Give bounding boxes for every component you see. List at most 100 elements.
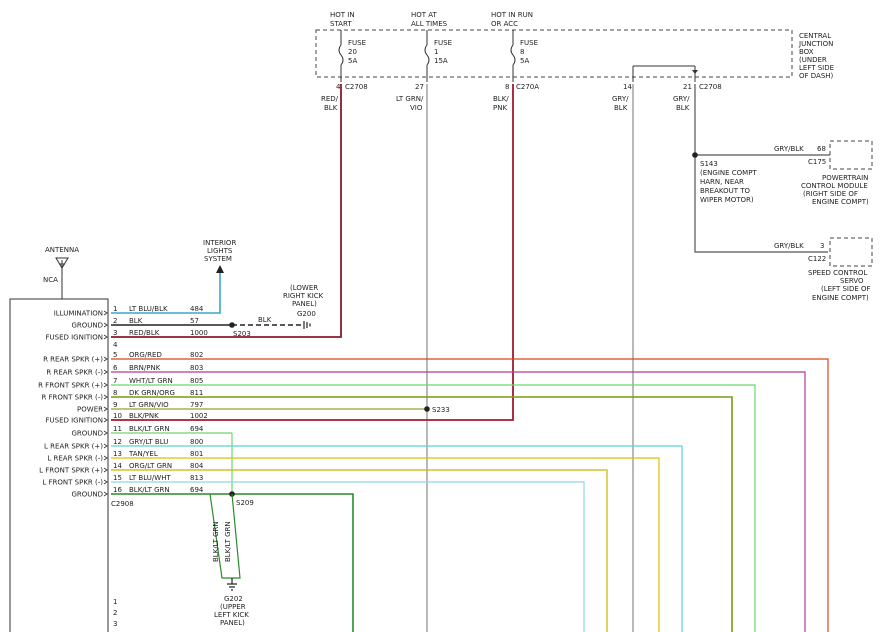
svg-text:SYSTEM: SYSTEM	[204, 255, 232, 263]
pin-terminal-icon	[103, 310, 108, 316]
wire-blk-ltgrn-to-g202-b	[231, 493, 241, 579]
s233-splice	[424, 406, 430, 412]
pin-terminal-icon	[103, 455, 108, 461]
pin-function-label: L FRONT SPKR (-)	[42, 479, 103, 487]
antenna-icon	[55, 257, 69, 299]
pin-number: 15	[113, 474, 122, 482]
pin-function-label: GROUND	[71, 322, 103, 330]
pin-terminal-icon	[103, 491, 108, 497]
interior-lights-arrow-icon	[216, 265, 224, 273]
svg-text:ENGINE COMPT): ENGINE COMPT)	[812, 198, 869, 206]
pin-wire-color: GRY/LT BLU	[129, 438, 168, 446]
pin-circuit-number: 694	[190, 425, 204, 433]
pin-terminal-icon	[103, 382, 108, 388]
pin-row: L REAR SPKR (+) 12 GRY/LT BLU 800	[44, 438, 203, 451]
wire-blk-pnk-1002	[111, 84, 514, 421]
pin-number: 14	[113, 462, 122, 470]
pin-function-label: L REAR SPKR (+)	[44, 443, 103, 451]
hot-at-all-times-label: HOT AT ALL TIMES	[411, 11, 448, 28]
svg-text:HOT IN RUN: HOT IN RUN	[491, 11, 533, 19]
hot-in-start-label: HOT IN START	[330, 11, 355, 28]
pin-circuit-number: 694	[190, 486, 204, 494]
svg-text:RED/: RED/	[321, 95, 339, 103]
svg-text:14: 14	[623, 83, 632, 91]
svg-text:(LOWER: (LOWER	[290, 284, 318, 292]
pin-wire-color: LT GRN/VIO	[129, 401, 169, 409]
pin-number: 9	[113, 401, 117, 409]
svg-text:68: 68	[817, 145, 826, 153]
pin-function-label: FUSED IGNITION	[45, 334, 103, 342]
svg-text:20: 20	[348, 48, 357, 56]
svg-text:4: 4	[336, 83, 341, 91]
pin-terminal-icon	[103, 467, 108, 473]
svg-text:LIGHTS: LIGHTS	[207, 247, 233, 255]
wire-wht-ltgrn-805	[111, 384, 756, 632]
pin-circuit-number: 802	[190, 351, 203, 359]
pin-number: 4	[113, 341, 118, 349]
svg-text:BOX: BOX	[799, 48, 814, 56]
svg-text:FUSE: FUSE	[520, 39, 538, 47]
pin-circuit-number: 801	[190, 450, 203, 458]
speed-control-label: SPEED CONTROL SERVO (LEFT SIDE OF ENGINE…	[808, 269, 871, 302]
svg-text:(UPPER: (UPPER	[220, 603, 246, 611]
pin-terminal-icon	[103, 356, 108, 362]
pin-terminal-icon	[103, 417, 108, 423]
svg-text:1: 1	[434, 48, 438, 56]
wire-ltblu-wht-813	[111, 481, 585, 632]
svg-text:BLK: BLK	[676, 104, 690, 112]
svg-text:G202: G202	[224, 595, 243, 603]
svg-text:GRY/: GRY/	[612, 95, 629, 103]
pin-number: 5	[113, 351, 117, 359]
pin-circuit-number: 804	[190, 462, 204, 470]
pin-function-label: POWER	[77, 406, 103, 414]
pin-number: 8	[113, 389, 117, 397]
pin-function-label: L FRONT SPKR (+)	[39, 467, 103, 475]
pin-number: 6	[113, 364, 118, 372]
pin-circuit-number: 800	[190, 438, 203, 446]
svg-text:3: 3	[113, 620, 117, 628]
wire-blk-ltgrn-to-g202-a	[209, 493, 232, 579]
connector-labels-top: 4 C2708 27 8 C270A 14 21 C2708	[336, 83, 722, 91]
pin-circuit-number: 805	[190, 377, 203, 385]
svg-text:HARN, NEAR: HARN, NEAR	[700, 178, 744, 186]
pin-wire-color: BLK/PNK	[129, 412, 159, 420]
wire-blk-ltgrn-694-pin16	[111, 493, 354, 632]
bottom-connector: 1 2 3	[107, 598, 117, 632]
pin-wire-color: BLK/LT GRN	[129, 425, 170, 433]
svg-text:PANEL): PANEL)	[220, 619, 245, 627]
pin-wire-color: BLK/LT GRN	[129, 486, 170, 494]
svg-text:LEFT SIDE: LEFT SIDE	[799, 64, 834, 72]
svg-text:OF DASH): OF DASH)	[799, 72, 834, 80]
svg-text:BLK/: BLK/	[493, 95, 509, 103]
wire-brn-pnk-803	[111, 371, 806, 632]
vertical-wire-labels: BLK/LT GRN BLK/LT GRN	[212, 521, 232, 562]
s209-label: S209	[236, 499, 254, 507]
svg-text:BLK: BLK	[614, 104, 628, 112]
pin-wire-color: RED/BLK	[129, 329, 160, 337]
svg-text:WIPER MOTOR): WIPER MOTOR)	[700, 196, 754, 204]
svg-text:SERVO: SERVO	[840, 277, 864, 285]
pin-number: 12	[113, 438, 122, 446]
pin-terminal-icon	[103, 406, 108, 412]
cjb-internal-splice	[632, 65, 698, 82]
pin-circuit-number: 797	[190, 401, 203, 409]
svg-text:INTERIOR: INTERIOR	[203, 239, 236, 247]
svg-text:PANEL): PANEL)	[292, 300, 317, 308]
pin-function-label: R FRONT SPKR (-)	[41, 394, 103, 402]
central-junction-box	[315, 29, 793, 78]
pin-wire-color: DK GRN/ORG	[129, 389, 175, 397]
wire-ltblu-blk-484	[111, 273, 221, 314]
pin-terminal-icon	[103, 394, 108, 400]
pin-function-label: R FRONT SPKR (+)	[38, 382, 103, 390]
nca-label: NCA	[43, 276, 58, 284]
wire-org-ltgrn-804	[111, 469, 608, 632]
svg-text:PNK: PNK	[493, 104, 507, 112]
